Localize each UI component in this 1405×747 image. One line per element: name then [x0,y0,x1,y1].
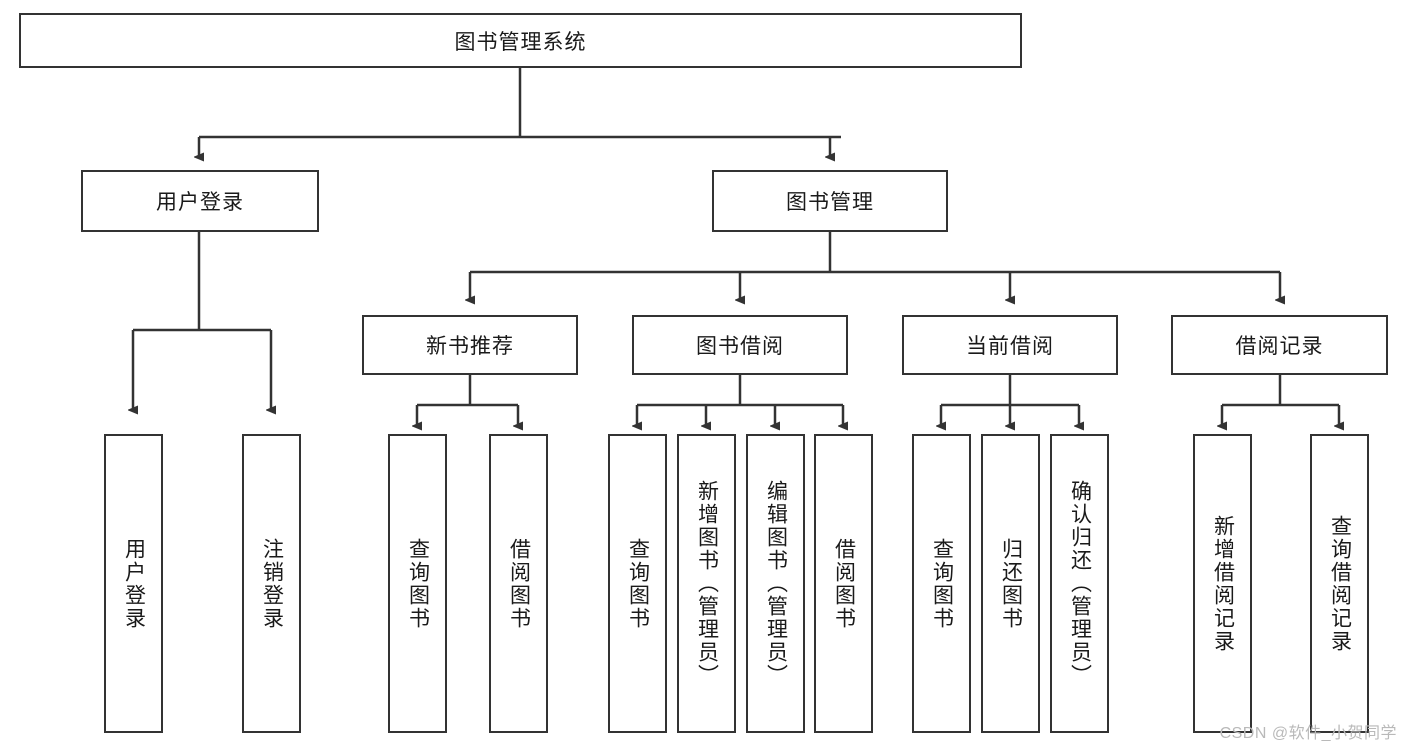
node-leaf-return-book[interactable]: 归还图书 [981,434,1040,733]
node-leaf-edit-book[interactable]: 编辑图书（管理员） [746,434,805,733]
node-leaf-add-book[interactable]: 新增图书（管理员） [677,434,736,733]
node-leaf-add-record[interactable]: 新增借阅记录 [1193,434,1252,733]
node-leaf-user-login-label: 用户登录 [122,537,146,630]
node-book-borrow[interactable]: 图书借阅 [632,315,848,375]
node-leaf-confirm-return-label: 确认归还（管理员） [1068,480,1092,687]
node-leaf-add-record-label: 新增借阅记录 [1211,514,1235,653]
node-leaf-logout-login-label: 注销登录 [260,537,284,630]
node-user-login[interactable]: 用户登录 [81,170,319,232]
node-leaf-logout-login[interactable]: 注销登录 [242,434,301,733]
node-leaf-query-record[interactable]: 查询借阅记录 [1310,434,1369,733]
node-leaf-borrow-book-1[interactable]: 借阅图书 [489,434,548,733]
csdn-watermark: CSDN @软件_小贺同学 [1219,725,1397,742]
node-leaf-borrow-book-1-label: 借阅图书 [507,537,531,630]
node-leaf-query-book-3[interactable]: 查询图书 [912,434,971,733]
node-leaf-edit-book-label: 编辑图书（管理员） [764,480,788,687]
node-borrow-record-label: 借阅记录 [1235,335,1324,358]
node-leaf-query-book-2[interactable]: 查询图书 [608,434,667,733]
node-book-borrow-label: 图书借阅 [696,335,784,358]
node-new-book-recommend[interactable]: 新书推荐 [362,315,578,375]
node-current-borrow-label: 当前借阅 [966,335,1054,358]
node-root[interactable]: 图书管理系统 [19,13,1022,68]
node-user-login-label: 用户登录 [156,191,244,214]
node-leaf-return-book-label: 归还图书 [999,537,1023,630]
node-leaf-query-book-1-label: 查询图书 [406,537,430,630]
node-root-label: 图书管理系统 [454,30,587,54]
node-leaf-borrow-book-2-label: 借阅图书 [832,537,856,630]
node-leaf-add-book-label: 新增图书（管理员） [695,480,719,687]
node-borrow-record[interactable]: 借阅记录 [1171,315,1388,375]
node-leaf-user-login[interactable]: 用户登录 [104,434,163,733]
node-current-borrow[interactable]: 当前借阅 [902,315,1118,375]
node-book-management[interactable]: 图书管理 [712,170,948,232]
node-new-book-recommend-label: 新书推荐 [426,335,514,358]
node-leaf-borrow-book-2[interactable]: 借阅图书 [814,434,873,733]
node-leaf-query-record-label: 查询借阅记录 [1328,514,1352,653]
node-leaf-confirm-return[interactable]: 确认归还（管理员） [1050,434,1109,733]
node-leaf-query-book-3-label: 查询图书 [930,537,954,630]
node-book-management-label: 图书管理 [786,191,874,214]
node-leaf-query-book-1[interactable]: 查询图书 [388,434,447,733]
node-leaf-query-book-2-label: 查询图书 [626,537,650,630]
